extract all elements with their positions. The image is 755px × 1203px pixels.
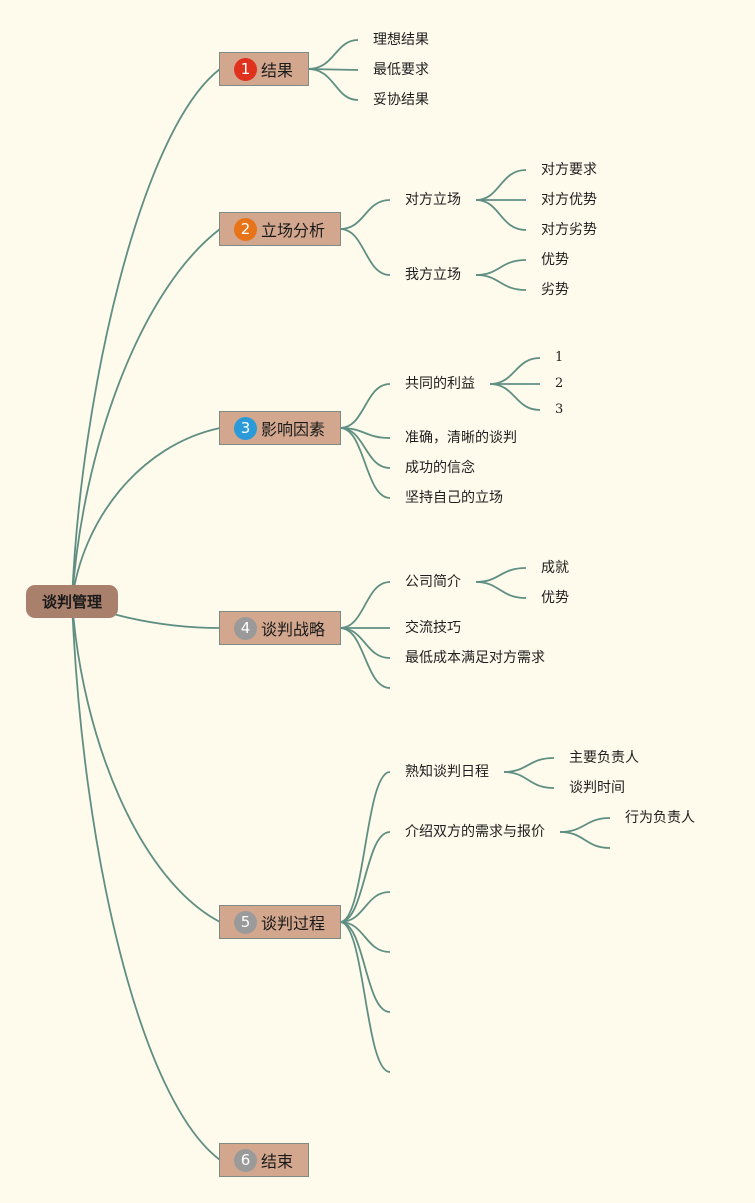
edge-root-b5 bbox=[71, 600, 221, 923]
edge-root-b2 bbox=[71, 228, 221, 602]
branch-6-conclusion[interactable]: 6 结束 bbox=[219, 1143, 309, 1177]
edge-root-b6 bbox=[71, 600, 221, 1161]
leaf-interest-3[interactable]: 3 bbox=[555, 402, 564, 417]
leaf-min-cost-meet-needs[interactable]: 最低成本满足对方需求 bbox=[405, 650, 545, 666]
branch-label: 立场分析 bbox=[261, 221, 326, 240]
branch-1-result[interactable]: 1 结果 bbox=[219, 52, 309, 86]
branch-4-negotiation-strategy[interactable]: 4 谈判战略 bbox=[219, 611, 341, 645]
leaf-interest-1[interactable]: 1 bbox=[555, 350, 564, 365]
leaf-negotiation-time[interactable]: 谈判时间 bbox=[569, 780, 625, 796]
branch-label: 谈判过程 bbox=[261, 914, 326, 933]
leaf-clear-negotiation[interactable]: 准确，清晰的谈判 bbox=[405, 430, 517, 446]
leaf-our-strengths[interactable]: 优势 bbox=[541, 252, 569, 268]
number-badge-3-icon: 3 bbox=[234, 416, 257, 440]
leaf-minimum-requirement[interactable]: 最低要求 bbox=[373, 62, 429, 78]
subtopic-their-position[interactable]: 对方立场 bbox=[405, 192, 461, 208]
leaf-advantages[interactable]: 优势 bbox=[541, 590, 569, 606]
number-badge-4-icon: 4 bbox=[234, 616, 257, 640]
branch-label: 影响因素 bbox=[261, 420, 326, 439]
branch-label: 谈判战略 bbox=[261, 620, 326, 639]
subtopic-our-position[interactable]: 我方立场 bbox=[405, 267, 461, 283]
branch-5-negotiation-process[interactable]: 5 谈判过程 bbox=[219, 905, 341, 939]
leaf-achievements[interactable]: 成就 bbox=[541, 560, 569, 576]
branch-3-influencing-factors[interactable]: 3 影响因素 bbox=[219, 411, 341, 445]
edge-root-b1 bbox=[71, 68, 221, 602]
leaf-their-strengths[interactable]: 对方优势 bbox=[541, 192, 597, 208]
branch-label: 结果 bbox=[261, 61, 294, 80]
leaf-belief-in-success[interactable]: 成功的信念 bbox=[405, 460, 475, 476]
edge-root-b3 bbox=[71, 427, 221, 602]
number-badge-6-icon: 6 bbox=[234, 1148, 257, 1172]
branch-2-position-analysis[interactable]: 2 立场分析 bbox=[219, 212, 341, 246]
leaf-their-weaknesses[interactable]: 对方劣势 bbox=[541, 222, 597, 238]
leaf-their-demands[interactable]: 对方要求 bbox=[541, 162, 597, 178]
leaf-behavior-owner[interactable]: 行为负责人 bbox=[625, 810, 695, 826]
number-badge-2-icon: 2 bbox=[234, 217, 257, 241]
subtopic-know-agenda[interactable]: 熟知谈判日程 bbox=[405, 764, 489, 780]
subtopic-introduce-needs-and-offers[interactable]: 介绍双方的需求与报价 bbox=[405, 824, 545, 840]
subtopic-company-profile[interactable]: 公司简介 bbox=[405, 574, 461, 590]
root-topic-label: 谈判管理 bbox=[41, 593, 102, 611]
leaf-our-weaknesses[interactable]: 劣势 bbox=[541, 282, 569, 298]
root-topic[interactable]: 谈判管理 bbox=[26, 585, 118, 618]
leaf-lead-person[interactable]: 主要负责人 bbox=[569, 750, 639, 766]
branch-label: 结束 bbox=[261, 1152, 294, 1171]
leaf-hold-position[interactable]: 坚持自己的立场 bbox=[405, 490, 503, 506]
leaf-communication-skills[interactable]: 交流技巧 bbox=[405, 620, 461, 636]
leaf-ideal-result[interactable]: 理想结果 bbox=[373, 32, 429, 48]
number-badge-5-icon: 5 bbox=[234, 910, 257, 934]
number-badge-1-icon: 1 bbox=[234, 57, 257, 81]
leaf-compromise-result[interactable]: 妥协结果 bbox=[373, 92, 429, 108]
leaf-interest-2[interactable]: 2 bbox=[555, 376, 564, 391]
subtopic-common-interests[interactable]: 共同的利益 bbox=[405, 376, 475, 392]
